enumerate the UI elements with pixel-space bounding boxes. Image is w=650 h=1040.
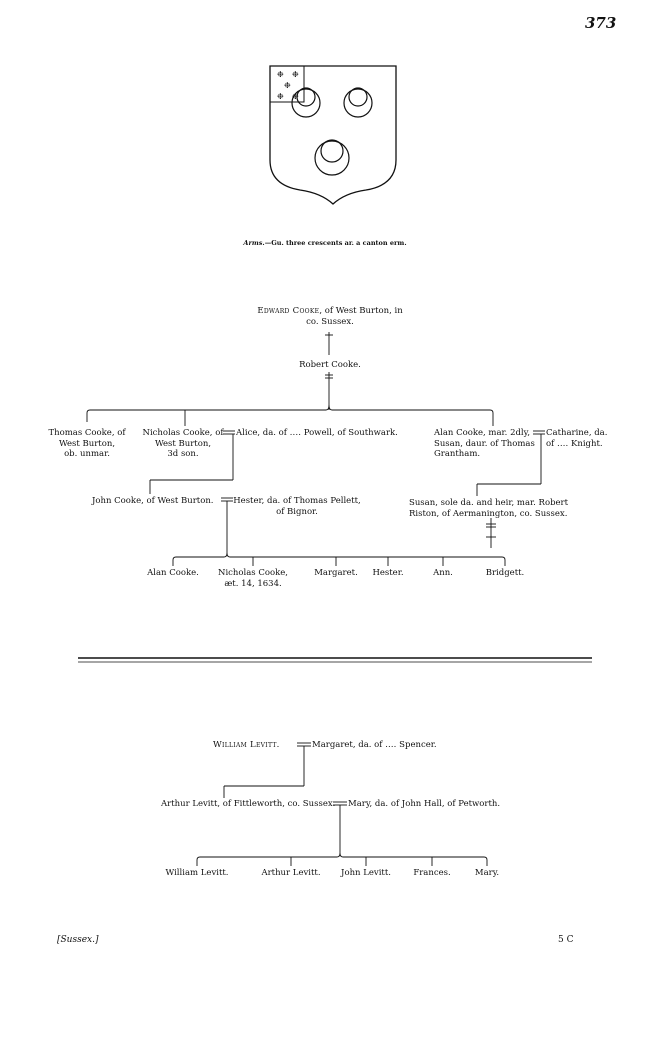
- john-cooke: John Cooke, of West Burton.: [92, 496, 214, 506]
- svg-text:❉: ❉: [277, 70, 284, 79]
- mary-hall: Mary, da. of John Hall, of Petworth.: [348, 799, 501, 809]
- arthur-levitt: Arthur Levitt, of Fittleworth, co. Susse…: [161, 799, 336, 809]
- alice-powell: Alice, da. of ‥‥ Powell, of Southwark.: [236, 428, 398, 438]
- svg-text:❉: ❉: [277, 92, 284, 101]
- child-margaret: Margaret.: [314, 568, 358, 578]
- robert-cooke: Robert Cooke.: [299, 360, 361, 370]
- child-bridgett: Bridgett.: [485, 568, 525, 578]
- william-levitt: William Levitt.: [213, 740, 280, 750]
- alan-cooke: Alan Cooke, mar. 2dly,Susan, daur. of Th…: [434, 428, 535, 459]
- hester-pellett: Hester, da. of Thomas Pellett,of Bignor.: [233, 496, 361, 517]
- levitt-child-william: William Levitt.: [165, 868, 229, 878]
- svg-text:❉: ❉: [292, 70, 299, 79]
- levitt-child-mary: Mary.: [474, 868, 500, 878]
- footer-county: [Sussex.]: [57, 935, 99, 945]
- levitt-child-arthur: Arthur Levitt.: [261, 868, 321, 878]
- arms-caption: Arms.—Gu. three crescents ar. a canton e…: [243, 239, 407, 247]
- child-alan: Alan Cooke.: [147, 568, 199, 578]
- margaret-spencer: Margaret, da. of ‥‥ Spencer.: [312, 740, 437, 750]
- coat-of-arms-shield: ❉❉ ❉ ❉❉: [269, 65, 397, 205]
- catharine-knight: Catharine, da.of ‥‥ Knight.: [546, 428, 608, 449]
- ermine-spots-icon: ❉❉ ❉ ❉❉: [277, 70, 299, 101]
- levitt-child-john: John Levitt.: [341, 868, 391, 878]
- svg-text:❉: ❉: [292, 92, 299, 101]
- child-hester: Hester.: [372, 568, 404, 578]
- footer-signature: 5 C: [558, 935, 574, 945]
- svg-text:❉: ❉: [284, 81, 291, 90]
- child-ann: Ann.: [433, 568, 453, 578]
- page-number: 373: [585, 14, 617, 32]
- levitt-child-frances: Frances.: [413, 868, 451, 878]
- crescent-icon: [291, 87, 373, 176]
- child-nicholas: Nicholas Cooke,æt. 14, 1634.: [218, 568, 288, 589]
- separator-rule: [78, 657, 592, 663]
